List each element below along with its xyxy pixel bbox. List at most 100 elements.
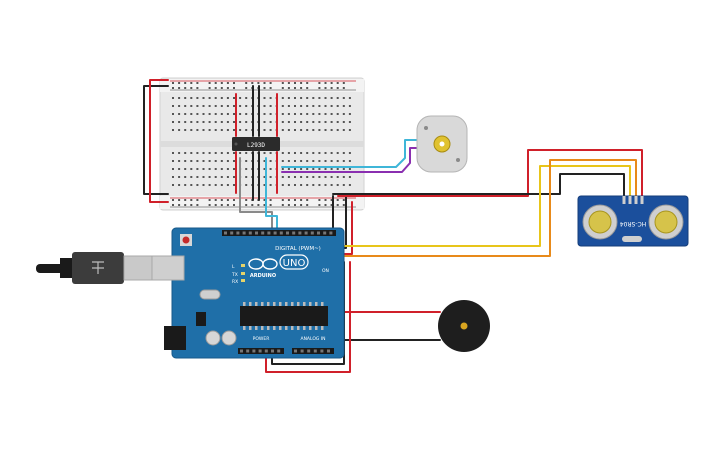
terminal-hole [184, 113, 187, 115]
rail-hole [251, 204, 254, 206]
rail-hole [190, 82, 193, 84]
wire-purple-motor[interactable] [281, 147, 419, 173]
terminal-hole [178, 168, 181, 170]
rail-hole [178, 87, 181, 89]
rail-hole [196, 199, 199, 201]
rail-hole [251, 82, 254, 84]
terminal-hole [178, 176, 181, 178]
terminal-hole [300, 160, 303, 162]
terminal-hole [172, 152, 174, 154]
rail-hole [220, 199, 223, 201]
terminal-hole [318, 121, 321, 123]
piezo-buzzer[interactable] [438, 300, 490, 352]
rail-hole [226, 199, 229, 201]
terminal-hole [300, 97, 303, 99]
terminal-hole [190, 176, 193, 178]
terminal-hole [214, 176, 217, 178]
terminal-hole [336, 184, 339, 186]
wire-red-bb-arduino[interactable] [341, 201, 353, 255]
terminal-hole [312, 105, 315, 107]
rail-hole [220, 87, 223, 89]
rail-hole [287, 204, 290, 206]
wire-red-5v[interactable] [265, 261, 351, 373]
rail-hole [287, 82, 290, 84]
terminal-hole [226, 105, 229, 107]
terminal-hole [214, 97, 217, 99]
rail-hole [300, 87, 303, 89]
terminal-hole [330, 168, 333, 170]
terminal-hole [330, 97, 333, 99]
terminal-hole [172, 176, 174, 178]
terminal-hole [324, 184, 327, 186]
terminal-hole [172, 113, 174, 115]
terminal-hole [208, 176, 211, 178]
rail-hole [281, 199, 284, 201]
terminal-hole [281, 184, 284, 186]
wire-cyan-motor[interactable] [281, 139, 419, 168]
terminal-hole [336, 152, 339, 154]
wire-gray-arduino[interactable] [239, 157, 273, 233]
usb-icon [92, 261, 104, 274]
wire-black-sensor-gnd[interactable] [332, 173, 625, 197]
terminal-hole [245, 184, 248, 186]
rail-hole [208, 82, 211, 84]
terminal-hole [178, 121, 181, 123]
digital-pin [236, 231, 240, 235]
terminal-hole [202, 129, 205, 131]
l293d-chip[interactable]: L293D [232, 137, 280, 151]
terminal-hole [348, 184, 351, 186]
terminal-hole [281, 113, 284, 115]
terminal-hole [336, 105, 339, 107]
terminal-hole [233, 184, 235, 186]
terminal-hole [287, 121, 290, 123]
arduino-uno[interactable]: DIGITAL (PWM~) L TX RX ARDUINO UNO ON PO… [151, 227, 345, 359]
atmega-pin [297, 302, 300, 306]
terminal-hole [269, 168, 272, 170]
usb-connector-metal [123, 255, 153, 281]
terminal-hole [190, 105, 193, 107]
terminal-hole [342, 97, 345, 99]
terminal-hole [239, 121, 242, 123]
rail-hole [214, 82, 217, 84]
terminal-hole [312, 160, 315, 162]
terminal-hole [263, 160, 266, 162]
wire-red-sensor-vcc[interactable] [337, 149, 643, 197]
usb-cable[interactable] [36, 252, 153, 284]
terminal-hole [202, 160, 205, 162]
terminal-hole [300, 113, 303, 115]
atmega-chip [240, 306, 328, 326]
analog-pin [327, 349, 330, 353]
terminal-hole [196, 168, 199, 170]
wire-red-left-rail[interactable] [149, 79, 169, 203]
rail-hole [214, 204, 217, 206]
analog-pin [320, 349, 324, 353]
terminal-hole [245, 129, 248, 131]
rail-hole [233, 82, 235, 84]
terminal-hole [202, 168, 205, 170]
wire-cyan-arduino[interactable] [265, 157, 278, 233]
dc-motor[interactable] [416, 115, 468, 173]
wire-black-left-rail[interactable] [143, 85, 169, 195]
terminal-hole [287, 113, 290, 115]
terminal-hole [208, 121, 211, 123]
terminal-hole [245, 121, 248, 123]
terminal-hole [342, 160, 345, 162]
ultrasonic-sensor[interactable]: HC-SR04 [577, 195, 689, 247]
rail-hole [294, 82, 296, 84]
atmega-pin [267, 326, 270, 330]
led-l [241, 264, 245, 267]
rail-hole [257, 82, 260, 84]
rail-hole [172, 87, 174, 89]
terminal-hole [287, 176, 290, 178]
terminal-hole [202, 184, 205, 186]
terminal-hole [318, 168, 321, 170]
digital-pin [286, 231, 289, 235]
terminal-hole [300, 129, 303, 131]
terminal-hole [172, 121, 174, 123]
digital-pins [224, 231, 333, 235]
rail-hole [300, 82, 303, 84]
voltage-regulator [196, 312, 206, 326]
power-pin [246, 349, 250, 353]
terminal-hole [324, 121, 327, 123]
terminal-hole [281, 121, 284, 123]
